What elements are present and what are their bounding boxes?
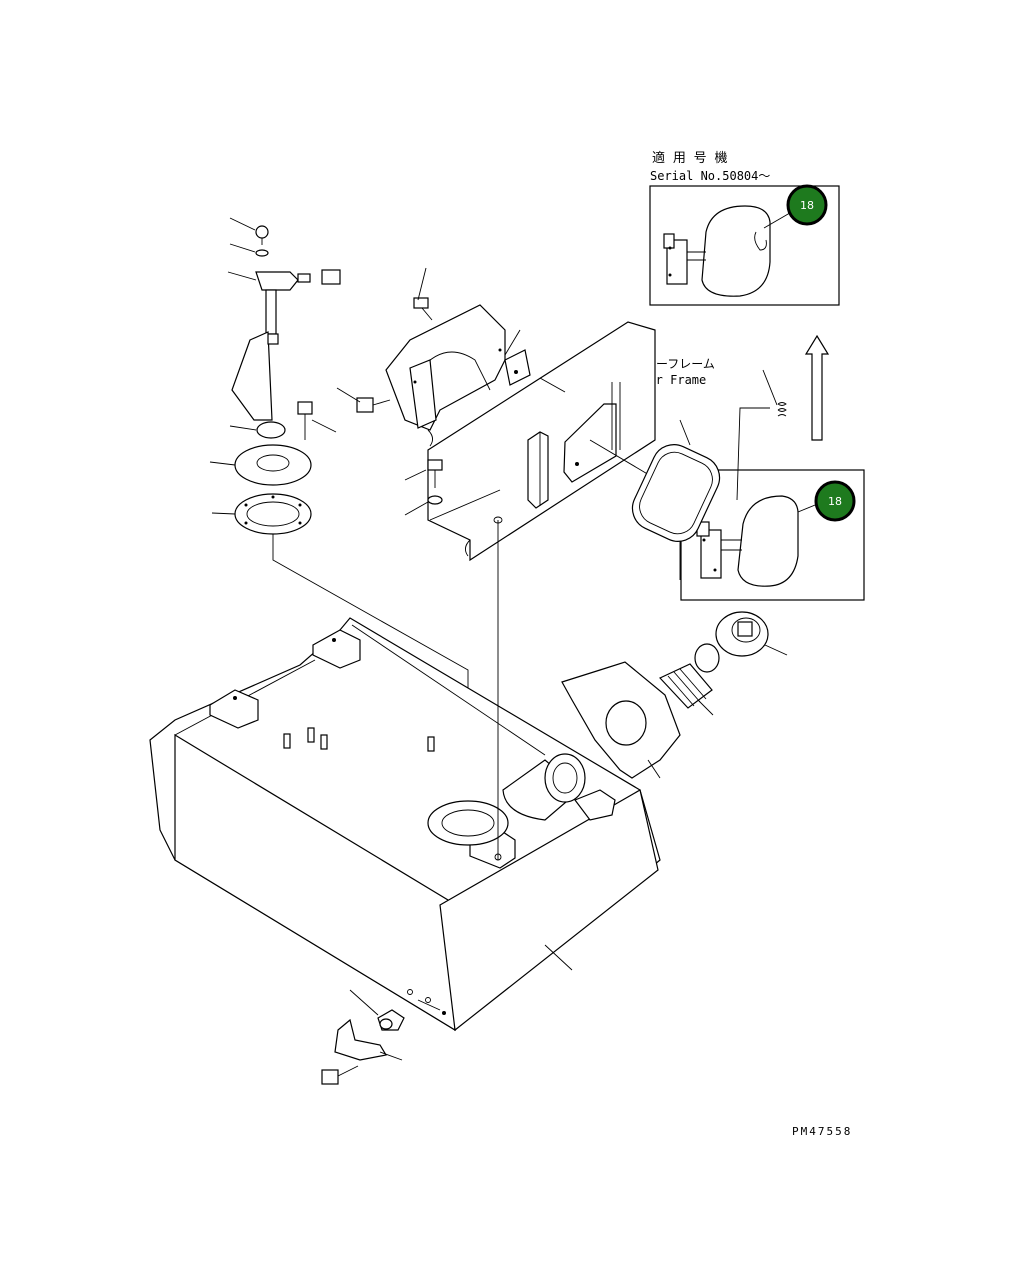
callout-badge-18-lower[interactable]: 18 <box>814 480 856 522</box>
bolt-washer-set <box>404 459 443 516</box>
applicable-heading: 適 用 号 機 <box>652 150 727 166</box>
rear-frame-plate <box>427 321 701 562</box>
fuel-gauge-sender <box>209 217 469 820</box>
serial-label: Serial No.50804～ <box>650 169 770 183</box>
cover-inset <box>679 469 865 601</box>
badge-circle <box>814 480 856 522</box>
filler-assembly <box>561 419 788 779</box>
hydraulic-tank <box>149 520 661 1032</box>
callout-badge-18-upper[interactable]: 18 <box>786 184 828 226</box>
badge-circle <box>786 184 828 226</box>
drawing-code: PM47558 <box>792 1125 852 1138</box>
badge-number: 18 <box>828 495 842 508</box>
bracket-cover <box>336 267 531 431</box>
badge-number: 18 <box>800 199 814 212</box>
front-direction-arrow <box>804 334 830 441</box>
spring-part <box>736 369 787 501</box>
clamp-assembly <box>321 989 446 1085</box>
serial-variant-inset <box>649 185 840 306</box>
